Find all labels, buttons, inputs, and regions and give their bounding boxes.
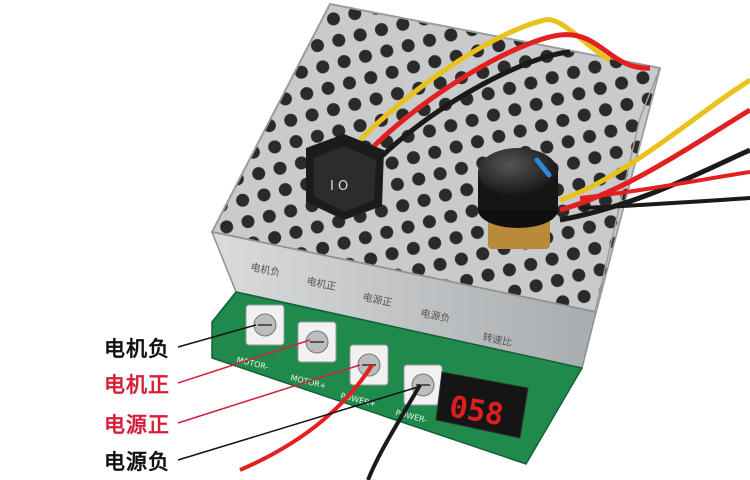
wire-black-top (378, 49, 571, 160)
wire-red-right-2 (579, 170, 750, 200)
rocker-switch: I O (306, 134, 384, 220)
leader-motor-minus (177, 324, 257, 348)
wire-red-right (559, 107, 750, 213)
wire-black-front (366, 384, 422, 480)
leader-power-minus (177, 386, 419, 461)
wire-yellow-right (559, 77, 750, 203)
switch-marks: I O (330, 179, 348, 194)
wire-red-top (368, 32, 651, 152)
terminal-block-3 (349, 344, 389, 386)
callout-power-minus: 电源负 (104, 450, 170, 474)
wire-yellow (358, 17, 612, 142)
speed-knob (478, 148, 558, 249)
wire-black-right-2 (579, 196, 750, 210)
callout-power-plus: 电源正 (104, 413, 170, 437)
wire-red-front (239, 363, 374, 472)
leader-power-plus (177, 364, 361, 424)
callout-motor-minus: 电机负 (104, 337, 170, 361)
leader-motor-plus (177, 339, 311, 384)
terminal-block-2 (297, 321, 337, 363)
callout-motor-plus: 电机正 (104, 373, 170, 397)
terminal-block-1 (245, 304, 285, 346)
